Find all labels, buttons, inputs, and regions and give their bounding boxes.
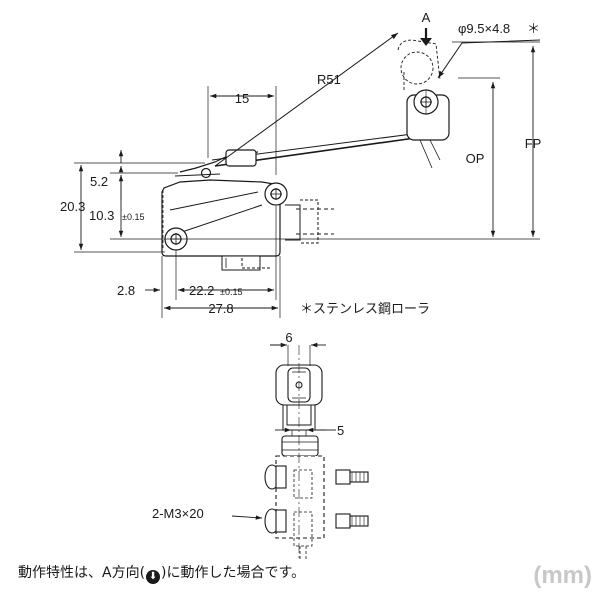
dim-6-label: 6 [285, 330, 292, 345]
dim-27-8-label: 27.8 [208, 301, 233, 316]
roller-size-label: φ9.5×4.8 [458, 21, 510, 36]
dimension-lines [78, 46, 536, 311]
roller-size-leader [437, 39, 541, 79]
side-screw-lower [264, 508, 369, 534]
side-screw-upper [264, 464, 369, 490]
dim-5-label: 5 [337, 423, 344, 438]
r51-label: R51 [317, 72, 341, 87]
top-view [74, 28, 541, 318]
dim-10-3-tol-label: ±0.15 [122, 212, 144, 222]
note-suffix: )に動作した場合です。 [161, 565, 306, 581]
side-hinge [281, 435, 319, 457]
mounting-hole-right [264, 182, 288, 206]
extension-lines [74, 41, 540, 318]
side-view [231, 342, 369, 560]
r51-leader [214, 32, 399, 167]
roller-size-mark: ＊ [527, 21, 540, 36]
dim-fp-label: FP [525, 136, 542, 151]
dim-2-8-label: 2.8 [117, 283, 135, 298]
dim-22-2-label: 22.2 [189, 283, 214, 298]
roller-material-note: ＊ステンレス鋼ローラ [300, 301, 430, 316]
units-label: (mm) [533, 562, 592, 589]
actuator-lever [174, 132, 421, 179]
operating-note: 動作特性は、A方向(⬇)に動作した場合です。 [18, 562, 305, 584]
dim-20-3-label: 20.3 [60, 199, 85, 214]
dim-op-label: OP [466, 151, 485, 166]
terminals [241, 199, 334, 269]
dim-15-label: 15 [235, 91, 249, 106]
dim-10-3-label: 10.3 [89, 208, 114, 223]
direction-a-label: A [422, 10, 431, 25]
screw-label: 2-M3×20 [152, 506, 204, 521]
down-arrow-icon: ⬇ [146, 570, 161, 584]
dim-22-2-tol-label: ±0.15 [220, 287, 242, 297]
roller-assembly [397, 39, 450, 169]
dim-5-2-label: 5.2 [90, 174, 108, 189]
note-prefix: 動作特性は、A方向( [18, 565, 146, 581]
direction-a-arrow-icon [420, 28, 432, 46]
switch-body [161, 179, 281, 271]
